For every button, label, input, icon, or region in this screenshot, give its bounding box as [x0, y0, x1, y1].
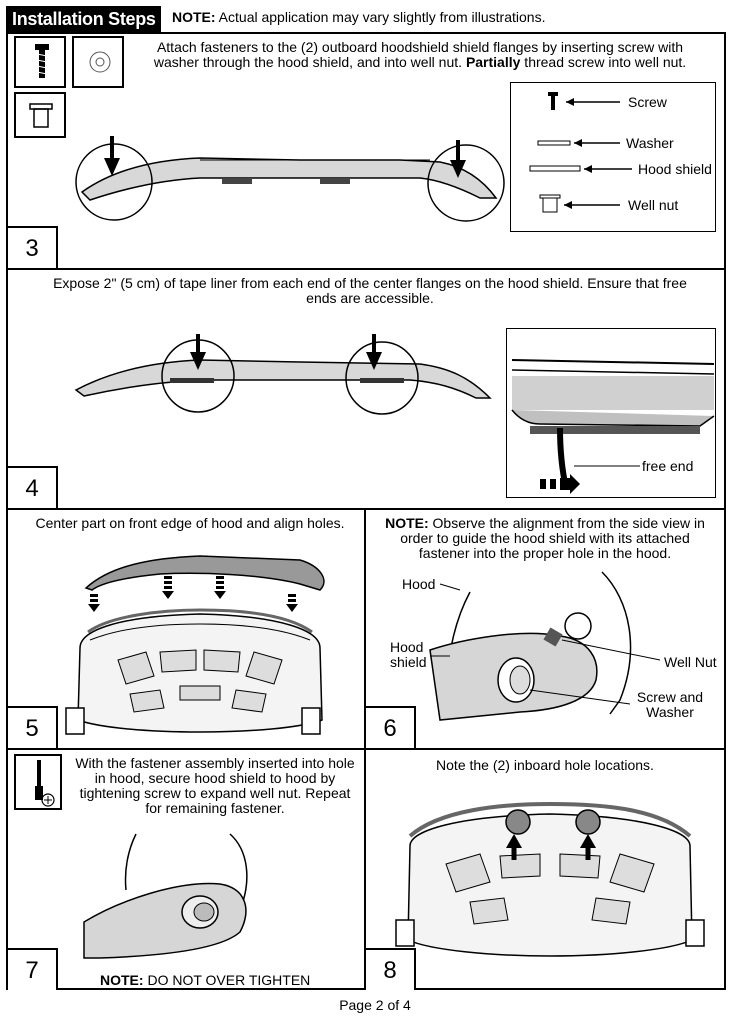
step-6-instructions: NOTE: Observe the alignment from the sid…: [385, 515, 705, 561]
screw-icon-box: [14, 36, 66, 88]
step-4-number: 4: [8, 466, 58, 508]
washer-icon-box: [72, 36, 124, 88]
step-6-number: 6: [366, 706, 416, 748]
screw-washer-label: Screw and Washer: [636, 689, 704, 720]
legend-well-nut: Well nut: [628, 197, 679, 213]
step-3-instructions: Attach fasteners to the (2) outboard hoo…: [153, 39, 687, 70]
section-title: Installation Steps: [6, 6, 161, 32]
washer-icon: [89, 51, 111, 73]
legend-washer: Washer: [626, 135, 674, 151]
legend-hood-shield: Hood shield: [638, 161, 712, 177]
legend-screw: Screw: [628, 94, 667, 110]
well-nut-label: Well Nut: [664, 654, 717, 670]
fastener-legend: [510, 82, 716, 232]
step-7-number: 7: [8, 948, 58, 990]
step-3-number: 3: [8, 226, 58, 268]
hood-label: Hood: [402, 576, 436, 592]
divider-5-7: [6, 748, 726, 750]
screwdriver-icon: [35, 760, 55, 807]
step-8-number: 8: [366, 948, 416, 990]
screwdriver-icon-box: [14, 754, 62, 810]
page-number: Page 2 of 4: [339, 997, 411, 1013]
step-5-instructions: Center part on front edge of hood and al…: [35, 515, 345, 531]
divider-3-4: [6, 268, 726, 270]
free-end-label: free end: [642, 458, 694, 474]
step-4-instructions: Expose 2" (5 cm) of tape liner from each…: [53, 275, 687, 306]
step-7-instructions: With the fastener assembly inserted into…: [75, 755, 355, 816]
step-8-instructions: Note the (2) inboard hole locations.: [436, 757, 654, 773]
divider-columns: [364, 508, 366, 990]
step-7-caution: NOTE: DO NOT OVER TIGHTEN: [100, 972, 311, 988]
well-nut-icon-box: [14, 92, 66, 138]
header-note: NOTE: Actual application may vary slight…: [172, 9, 546, 25]
divider-4-5: [6, 508, 726, 510]
hood-shield-label: Hood shield: [390, 639, 427, 670]
well-nut-icon: [29, 103, 53, 128]
step-5-number: 5: [8, 706, 58, 748]
screw-icon: [35, 44, 49, 78]
